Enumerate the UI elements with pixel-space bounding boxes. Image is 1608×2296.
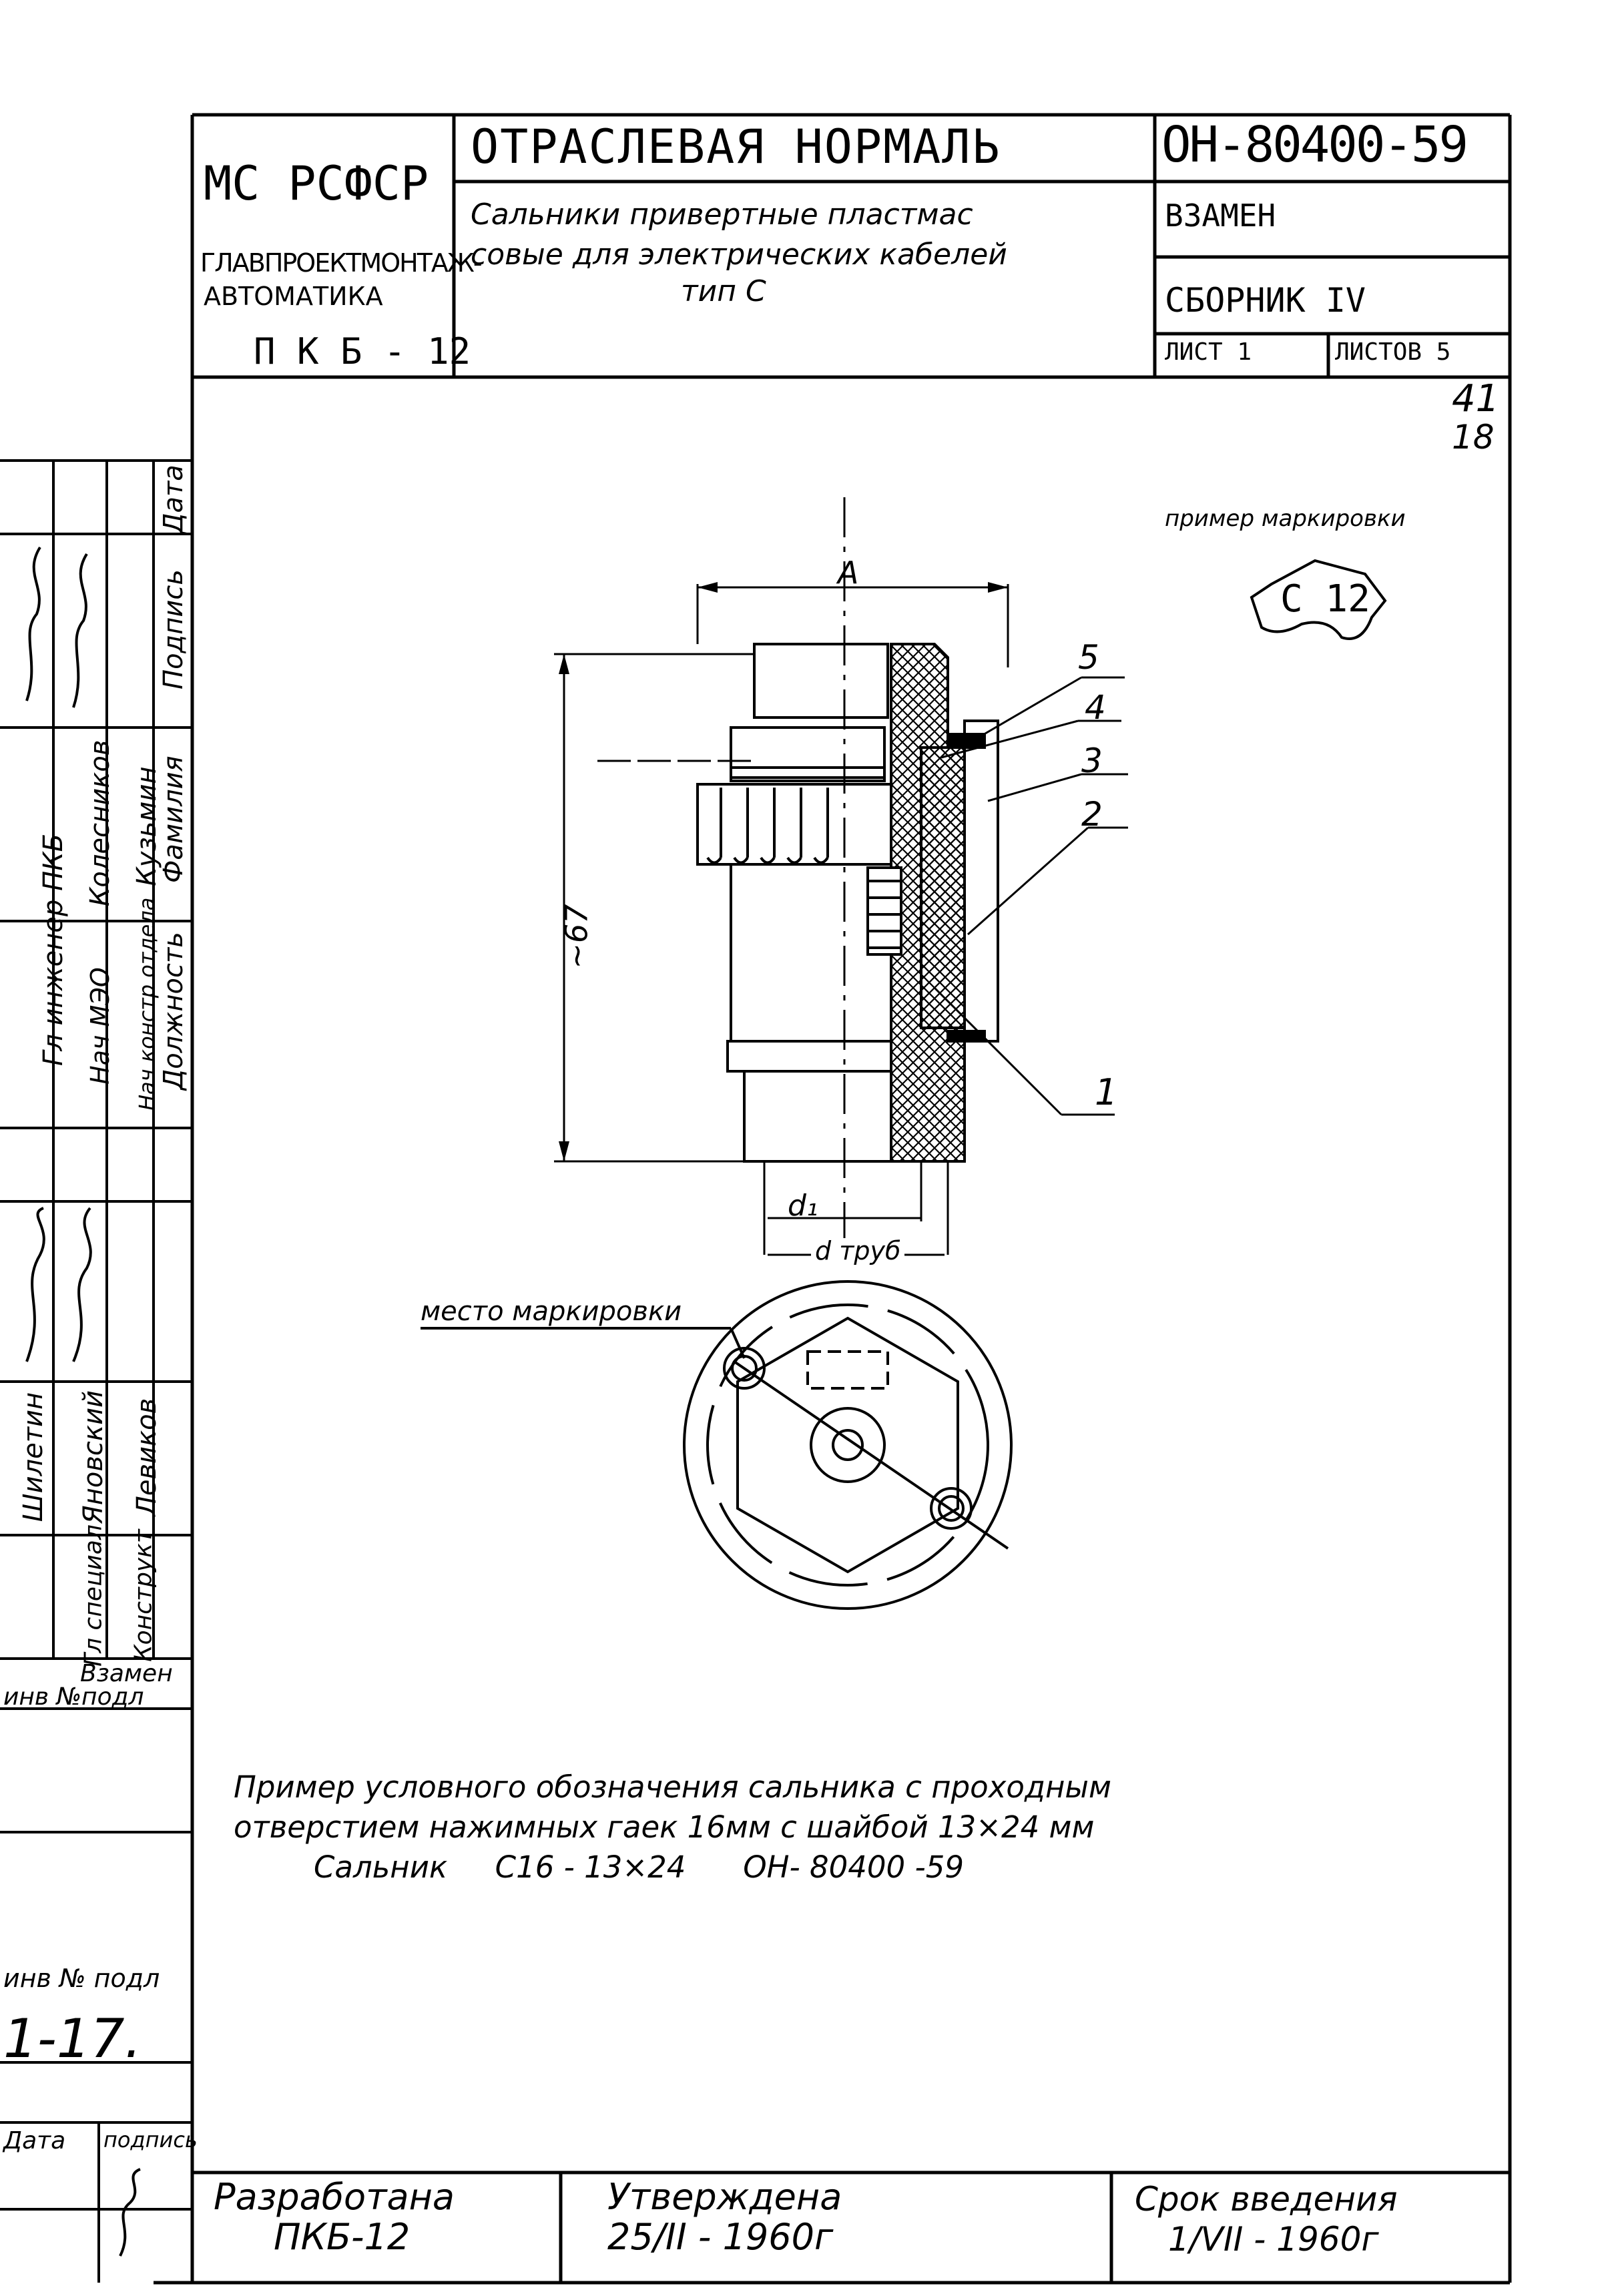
callout-4: 4 [1085, 688, 1106, 727]
collection-label: СБОРНИК IV [1165, 281, 1366, 320]
sheet-number: ЛИСТ 1 [1165, 338, 1252, 366]
callout-1: 1 [1095, 1071, 1118, 1113]
signature-mark [25, 546, 41, 701]
dimension-d1-label: d₁ [788, 1189, 818, 1223]
stamp-date-label: Дата [3, 2127, 66, 2155]
signature-mark [119, 2168, 141, 2257]
stamp-sign-label: подпись [103, 2127, 198, 2152]
dimension-d-label: d труб [811, 1238, 905, 1263]
dimension-a-label: А [838, 555, 859, 591]
callout-2: 2 [1081, 795, 1103, 834]
page-mark-1: 41 [1452, 377, 1500, 420]
stamp-inv-number: 1-17. [3, 2008, 142, 2070]
callout-5: 5 [1078, 638, 1099, 677]
sub-department-label: АВТОМАТИКА [204, 282, 383, 311]
marking-badge [1250, 559, 1387, 640]
marking-example-caption: пример маркировки [1165, 505, 1406, 532]
developed-by: ПКБ-12 [274, 2216, 411, 2258]
effective-label: Срок введения [1135, 2180, 1398, 2219]
approved-label: Утверждена [607, 2176, 842, 2218]
example-line-3: Сальник С16 - 13×24 ОН- 80400 -59 [314, 1849, 964, 1885]
developed-label: Разработана [214, 2176, 455, 2218]
ministry-label: МС РСФСР [204, 156, 429, 211]
signature-mark [72, 1207, 92, 1362]
document-title-line-1: Сальники привертные пластмас [471, 198, 973, 232]
signature-mark [72, 553, 88, 708]
signature-mark [25, 1207, 45, 1362]
stamp-replaced-label: Взамен [80, 1660, 173, 1687]
example-line-1: Пример условного обозначения сальника с … [234, 1769, 1111, 1805]
example-line-2: отверстием нажимных гаек 16мм с шайбой 1… [234, 1809, 1095, 1845]
marking-code: С 12 [1280, 577, 1370, 621]
stamp-inv-sign-label: инв № подл [3, 1964, 160, 1993]
bureau-label: П К Б - 12 [254, 330, 471, 372]
effective-date: 1/VII - 1960г [1168, 2220, 1379, 2259]
gland-section [866, 643, 999, 1163]
sheets-total: ЛИСТОВ 5 [1335, 338, 1451, 366]
department-label: ГЛАВПРОЕКТМОНТАЖ- [200, 248, 483, 278]
document-type-title: ОТРАСЛЕВАЯ НОРМАЛЬ [471, 119, 1001, 174]
document-number: ОН-80400-59 [1161, 116, 1468, 174]
callout-3: 3 [1081, 742, 1103, 780]
page-mark-2: 18 [1452, 418, 1495, 457]
gland-plan-view [421, 1280, 1013, 1610]
replaces-label: ВЗАМЕН [1165, 198, 1276, 234]
approved-date: 25/II - 1960г [607, 2216, 834, 2258]
document-title-line-3: тип С [681, 274, 766, 308]
document-title-line-2: совые для электрических кабелей [471, 238, 1007, 272]
stamp-inv-label: инв №подл [3, 1683, 144, 1711]
marking-place-label: место маркировки [421, 1296, 682, 1327]
